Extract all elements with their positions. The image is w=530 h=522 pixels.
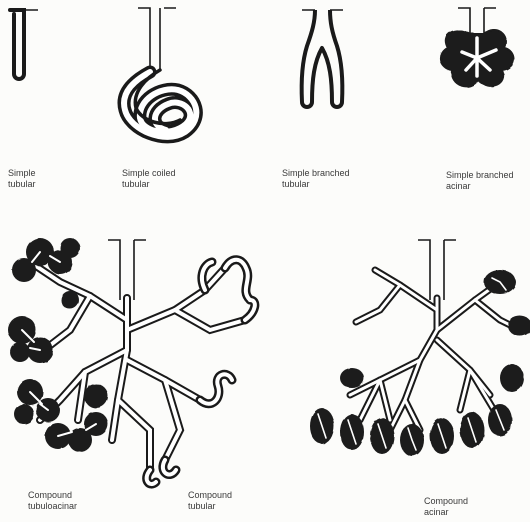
- label-line: Simple branched: [282, 168, 350, 179]
- label-line: Compound: [424, 496, 468, 507]
- label-compound-acinar: Compound acinar: [424, 496, 468, 518]
- compound-acinar-gland: [310, 240, 530, 456]
- label-line: tubular: [188, 501, 232, 512]
- simple-branched-acinar-gland: [441, 8, 514, 86]
- label-line: tubular: [122, 179, 176, 190]
- label-line: acinar: [446, 181, 514, 192]
- compound-tubuloacinar-gland: [8, 238, 255, 484]
- label-line: Simple coiled: [122, 168, 176, 179]
- label-simple-branched-acinar: Simple branched acinar: [446, 170, 514, 192]
- label-line: tubuloacinar: [28, 501, 77, 512]
- label-simple-coiled-tubular: Simple coiled tubular: [122, 168, 176, 190]
- label-line: Simple: [8, 168, 36, 179]
- label-line: Compound: [188, 490, 232, 501]
- simple-coiled-tubular-gland: [124, 8, 196, 137]
- label-line: Simple branched: [446, 170, 514, 181]
- label-line: acinar: [424, 507, 468, 518]
- simple-branched-tubular-gland: [302, 10, 343, 107]
- label-simple-branched-tubular: Simple branched tubular: [282, 168, 350, 190]
- label-line: tubular: [282, 179, 350, 190]
- label-simple-tubular: Simple tubular: [8, 168, 36, 190]
- label-compound-tubular: Compound tubular: [188, 490, 232, 512]
- label-line: Compound: [28, 490, 77, 501]
- label-line: tubular: [8, 179, 36, 190]
- simple-tubular-gland: [10, 10, 38, 79]
- label-compound-tubuloacinar: Compound tubuloacinar: [28, 490, 77, 512]
